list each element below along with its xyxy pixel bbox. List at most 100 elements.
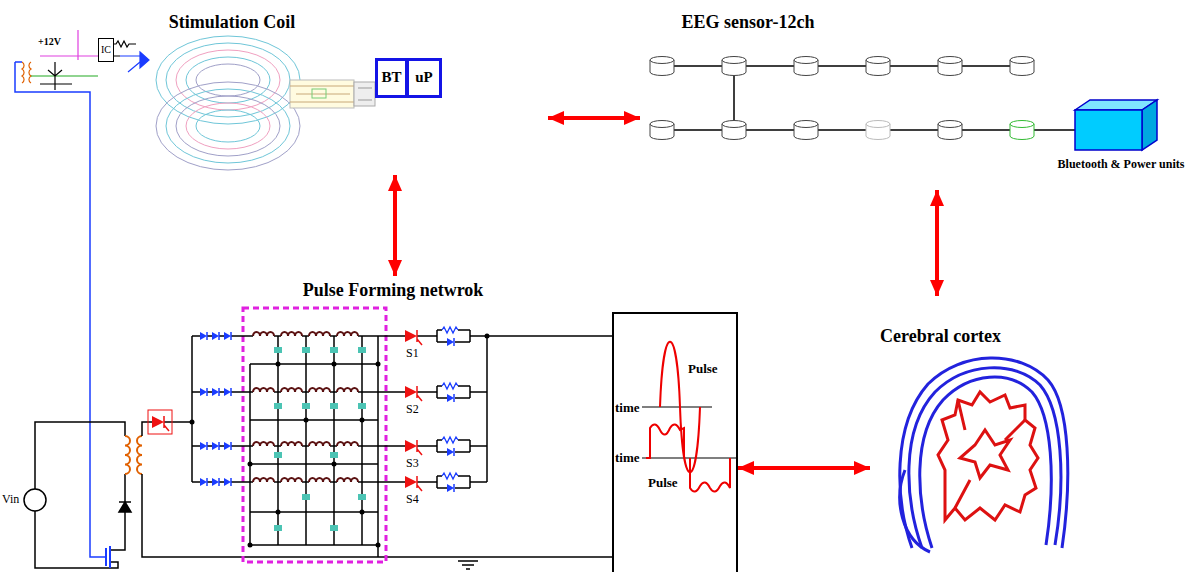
coil-winding (176, 50, 280, 110)
double-arrow (935, 190, 939, 296)
pulse-label: Pulse (648, 476, 678, 491)
capacitor-symbol (274, 403, 282, 409)
junction-dot (248, 462, 253, 467)
switch-label: S1 (406, 347, 419, 361)
double-arrow (548, 116, 640, 120)
voltage-label: +12V (38, 36, 61, 48)
unit-label: Bluetooth & Power units (1058, 158, 1185, 172)
dura-outline (920, 377, 1051, 548)
coil-winding (156, 82, 300, 170)
coil-winding (166, 43, 290, 117)
capacitor-symbol (358, 403, 366, 409)
capacitor-symbol (274, 525, 282, 531)
electrode-wires (662, 66, 1075, 130)
gate-wire (15, 62, 106, 557)
capacitor-symbol (358, 494, 366, 500)
electrode (722, 57, 746, 76)
time-axis (642, 407, 736, 458)
junction-dot (332, 462, 337, 467)
junction-dot (276, 362, 281, 367)
switch-label: S4 (406, 493, 419, 507)
capacitor-symbol (302, 403, 310, 409)
ground-symbol (458, 561, 478, 569)
switch-label: S2 (406, 403, 419, 417)
secondary-wire (142, 336, 612, 557)
junction-dot (276, 510, 281, 515)
cortex-folds (955, 400, 1025, 508)
waveforms (642, 342, 736, 492)
electrode (866, 121, 890, 140)
pot-symbol (120, 56, 140, 72)
coil-drawing (156, 36, 375, 170)
resistor-symbol (113, 41, 136, 56)
junction-dot (360, 418, 365, 423)
electrode (938, 121, 962, 140)
electrode (794, 57, 818, 76)
square-pulse (646, 424, 730, 491)
switch-housing (148, 410, 172, 434)
eeg-region: EEG sensor-12chBluetooth & Power units (640, 8, 1192, 190)
electrode (722, 121, 746, 140)
ear-outline (900, 470, 930, 552)
cortex-outline (938, 392, 1038, 520)
section-title: Pulse Forming netwrok (303, 280, 484, 301)
pfn-row (192, 437, 487, 456)
electrode (650, 57, 674, 76)
section-title: Stimulation Coil (169, 12, 296, 33)
source-label: Vin (2, 493, 19, 507)
handle-lines (290, 86, 354, 102)
electrode (1010, 121, 1034, 140)
handle-detail (312, 89, 326, 98)
primary-wire (35, 422, 125, 568)
capacitors (274, 347, 366, 531)
junction-dot (190, 420, 195, 425)
bluetooth-unit: Bluetooth & Power units (1050, 96, 1192, 182)
unit-side-face (1142, 100, 1157, 150)
gate-transformer (22, 62, 31, 83)
mosfet-symbol (106, 546, 110, 568)
diode-symbol (119, 502, 131, 512)
pfn-boundary (243, 308, 386, 562)
capacitor-symbol (274, 452, 282, 458)
cortex-region: Cerebral cortex (870, 296, 1070, 568)
capacitor-symbol (302, 494, 310, 500)
junction-dot (485, 334, 490, 339)
section-title: EEG sensor-12ch (682, 12, 815, 33)
capacitor-symbol (358, 347, 366, 353)
electrode (794, 121, 818, 140)
junction-dot (360, 510, 365, 515)
brain-drawing (900, 358, 1068, 552)
coil-winding (156, 36, 300, 124)
up-module-box: uP (406, 58, 442, 98)
thyristor-symbol (152, 416, 169, 431)
electrode (866, 57, 890, 76)
pot-arrow (140, 52, 149, 68)
skull-outline (909, 368, 1061, 548)
coil-winding (186, 103, 270, 149)
axis-label: time (615, 451, 640, 466)
capacitor-symbol (274, 347, 282, 353)
pfn-row (192, 327, 487, 346)
electrode (938, 57, 962, 76)
coil-handle (290, 80, 354, 108)
junction-dots (190, 334, 490, 548)
capacitor-symbol (330, 347, 338, 353)
ic-label: IC (101, 44, 111, 56)
junction-dot (304, 418, 309, 423)
capacitor-symbol (330, 452, 338, 458)
junction-dot (376, 543, 381, 548)
coil-region: Stimulation CoilBT uP (150, 8, 548, 175)
bt-module-box: BT (375, 58, 408, 98)
electrode (1010, 57, 1034, 76)
ic-box: IC (98, 38, 114, 62)
pfn-region: Pulse Forming netwrok (0, 276, 600, 572)
unit-front-face (1075, 110, 1142, 150)
module-label: uP (415, 69, 433, 86)
junction-dot (248, 543, 253, 548)
pfn-row (192, 383, 487, 402)
pfn-row (192, 473, 487, 492)
junction-dot (332, 362, 337, 367)
